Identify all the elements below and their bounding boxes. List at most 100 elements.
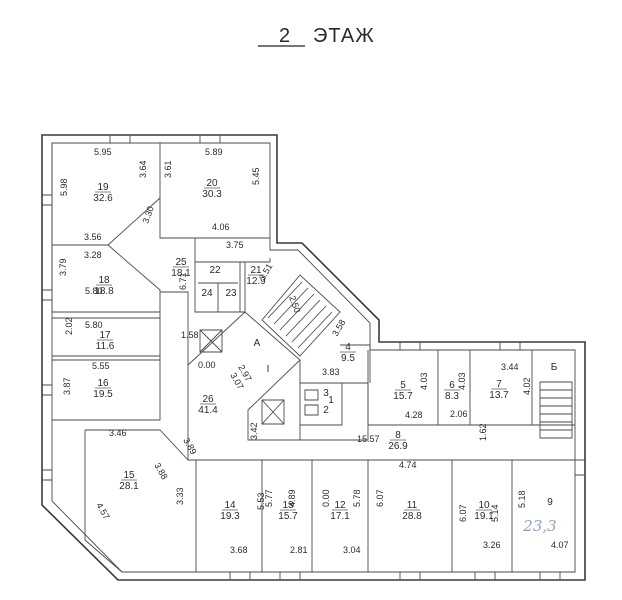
dimension-label: 3.04 (343, 545, 361, 555)
dimension-label: 2.06 (450, 409, 468, 419)
room-number-17: 17 (99, 330, 111, 341)
dimension-label: 2.50 (287, 294, 302, 314)
dimension-label: 4.57 (94, 501, 111, 521)
room-area-15: 28.1 (119, 481, 139, 492)
room-area-12: 17.1 (330, 511, 350, 522)
room-number-4: 4 (345, 342, 351, 353)
room-labels: 1932.62030.32518.11818.82112.92223241711… (93, 178, 553, 522)
room-area-20: 30.3 (202, 189, 222, 200)
central-hall (187, 311, 301, 425)
window-marks (42, 135, 585, 580)
room-number-25: 25 (175, 257, 187, 268)
dimension-label: 6.07 (458, 504, 468, 522)
room-area-4: 9.5 (341, 353, 355, 364)
dimension-label: 5.78 (352, 489, 362, 507)
room-number-6: 6 (449, 380, 455, 391)
dimension-label: 5.98 (59, 178, 69, 196)
room-area-14: 19.3 (220, 511, 240, 522)
hall-letter-a: А (254, 338, 261, 349)
dimension-label: 15.57 (357, 434, 380, 444)
dimension-label: 3.61 (163, 160, 173, 178)
dimension-label: 2.02 (64, 317, 74, 335)
dimension-label: 3.33 (175, 487, 185, 505)
room-number-1: 1 (328, 395, 334, 406)
stair-letter-b: Б (551, 362, 558, 373)
dimension-label: 5.55 (92, 361, 110, 371)
dimension-label: 0.00 (321, 489, 331, 507)
dimension-label: 3.79 (58, 258, 68, 276)
stair-core (261, 274, 341, 357)
dimension-label: 3.88 (152, 461, 169, 481)
dimension-label: 4.89 (287, 489, 297, 507)
dimension-label: 4.03 (457, 372, 467, 390)
dimension-label: 5.95 (94, 147, 112, 157)
dimension-label: 6.71 (178, 272, 188, 290)
room-area-17: 11.6 (96, 341, 115, 352)
room-number-8: 8 (395, 430, 401, 441)
room-number-19: 19 (97, 182, 109, 193)
room-number-22: 22 (209, 265, 221, 276)
room-area-21: 12.9 (246, 276, 266, 287)
hall-letter-i: I (267, 364, 270, 375)
partitions-left (51, 143, 271, 440)
room-number-23: 23 (225, 288, 237, 299)
dimension-label: 3.28 (84, 250, 102, 260)
handwritten-area-note: 23,3 (522, 517, 556, 535)
room-number-13: 13 (282, 500, 294, 511)
dimension-label: 5.53 (256, 492, 266, 510)
dimension-label: 5.18 (517, 490, 527, 508)
dimension-label: 0.00 (198, 360, 216, 370)
room-number-18: 18 (98, 275, 110, 286)
room-area-8: 26.9 (388, 441, 408, 452)
dimension-label: 3.64 (138, 160, 148, 178)
dimension-label: 5.80 (85, 320, 103, 330)
stair-b (539, 381, 573, 439)
room-area-11: 28.8 (402, 511, 422, 522)
room-area-13: 15.7 (278, 511, 298, 522)
room-area-6: 8.3 (445, 391, 459, 402)
room-area-18: 18.8 (94, 286, 114, 297)
room-number-5: 5 (400, 380, 406, 391)
dimension-label: 3.58 (330, 318, 347, 338)
dimension-label: 3.30 (140, 205, 155, 225)
dimension-label: 3.87 (62, 377, 72, 395)
dimension-label: 3.56 (84, 232, 102, 242)
hall-letters: А I Б (254, 338, 558, 375)
service-rooms (299, 344, 371, 426)
room-area-16: 19.5 (93, 389, 113, 400)
dimension-label: 3.46 (109, 428, 127, 438)
room-number-14: 14 (224, 500, 236, 511)
floor-title: 2 ЭТАЖ (258, 25, 375, 47)
room-number-2: 2 (323, 405, 329, 416)
room-number-26: 26 (202, 394, 214, 405)
room-number-9: 9 (547, 497, 553, 508)
room-number-12: 12 (334, 500, 346, 511)
outer-wall (41, 134, 586, 581)
dimension-label: 3.42 (249, 422, 259, 440)
dimension-label: 1.58 (181, 330, 199, 340)
room-number-21: 21 (250, 265, 262, 276)
dimension-label: 3.75 (226, 240, 244, 250)
dimension-label: 4.07 (551, 540, 569, 550)
dimension-label: 4.74 (399, 460, 417, 470)
room-number-24: 24 (201, 288, 213, 299)
dimension-label: 6.07 (375, 489, 385, 507)
dimension-label: 3.26 (483, 540, 501, 550)
room-number-20: 20 (206, 178, 218, 189)
rooms-9-15 (84, 429, 513, 573)
dimension-label: 4.02 (522, 377, 532, 395)
room-area-25: 18.1 (171, 268, 191, 279)
room-number-15: 15 (123, 470, 135, 481)
dimension-label: 3.68 (230, 545, 248, 555)
floor-word: ЭТАЖ (313, 25, 375, 47)
room-number-11: 11 (407, 500, 418, 511)
room-number-16: 16 (97, 378, 109, 389)
room-area-5: 15.7 (393, 391, 413, 402)
dimension-label: 5.89 (205, 147, 223, 157)
floor-number: 2 (279, 25, 291, 47)
dimension-label: 5.45 (251, 167, 261, 185)
dimension-label: 5.14 (490, 504, 500, 522)
dimension-label: 5.77 (264, 489, 274, 507)
